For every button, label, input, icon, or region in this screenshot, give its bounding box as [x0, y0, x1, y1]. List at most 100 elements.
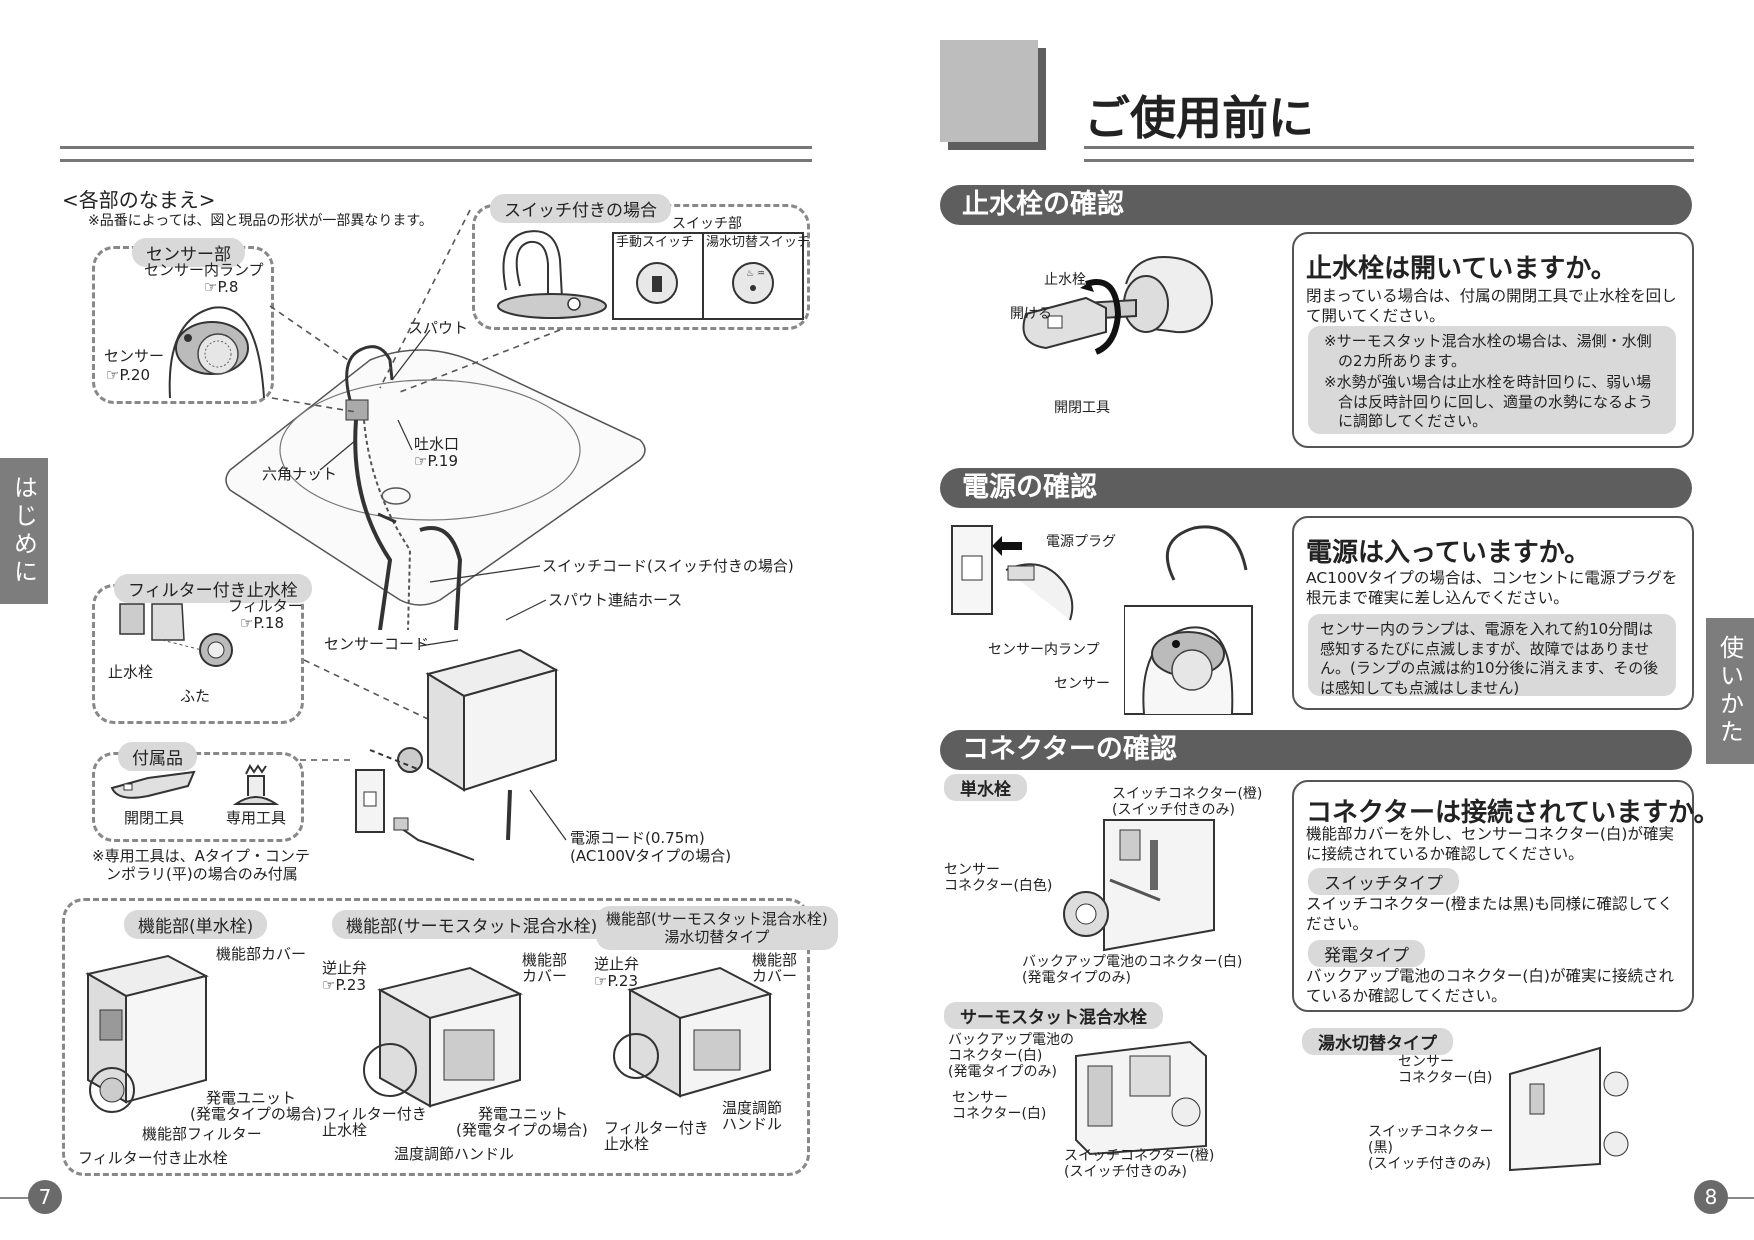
fig-valve-label: 止水栓	[1044, 272, 1086, 288]
fig-sensor-label: センサー	[1054, 676, 1110, 692]
page-number-right: 8	[1694, 1180, 1728, 1214]
control-box-illustration	[369, 648, 559, 840]
thermo-switch-valve-label-1: フィルター付き	[604, 1119, 709, 1137]
switch-cord-label: スイッチコード(スイッチ付きの場合)	[542, 557, 794, 575]
fig-open-label: 開ける	[1010, 306, 1052, 322]
switch-part-title: スイッチ部	[672, 216, 742, 232]
power-cord-label: 電源コード(0.75m)	[570, 829, 705, 847]
unit-single-illustration	[85, 954, 209, 1113]
sensor-lamp-ref[interactable]: ☞P.8	[204, 278, 239, 296]
sensor-conn-label-2: コネクター(白色)	[944, 878, 1053, 894]
connector-question: コネクターは接続されていますか。	[1306, 798, 1720, 828]
hose-label: スパウト連結ホース	[548, 591, 683, 609]
page-title: ご使用前に	[1084, 91, 1314, 145]
fig-tool-label: 開閉工具	[1054, 400, 1110, 416]
sensor-eye-illustration	[168, 306, 265, 399]
switch-type-tab: スイッチタイプ	[1308, 868, 1459, 895]
power-instruction: AC100Vタイプの場合は、コンセントに電源プラグを根元まで確実に差し込んでくだ…	[1306, 569, 1678, 608]
h-sw-label-1: スイッチコネクター	[1368, 1124, 1494, 1140]
special-tool-icon	[232, 764, 280, 805]
connector-question-box	[1292, 780, 1694, 1012]
accessory-note-1: ※専用工具は、Aタイプ・コンテ	[92, 847, 310, 865]
manual-switch-icon	[636, 262, 678, 304]
leader-lines	[269, 209, 567, 841]
unit-thermo-switch-title-2: 湯水切替タイプ	[664, 928, 770, 946]
spout-label: スパウト	[408, 319, 469, 337]
thermo-gen-label: 発電ユニット	[478, 1105, 569, 1123]
hot-cold-type-tab: 湯水切替タイプ	[1302, 1028, 1453, 1055]
thermo-switch-handle-label-1: 温度調節	[722, 1099, 783, 1117]
valve-note-box: ※サーモスタット混合水栓の場合は、湯側・水側の2カ所あります。 ※水勢が強い場合…	[1308, 326, 1676, 434]
connector-single-illustration	[1063, 819, 1215, 952]
thermo-gen-type-label: (発電タイプの場合)	[456, 1121, 588, 1139]
h-sw-label-3: (スイッチ付きのみ)	[1368, 1156, 1491, 1172]
section-bar-valve: 止水栓の確認	[940, 185, 1692, 225]
unit-thermo-switch-title-1: 機能部(サーモスタット混合水栓)	[606, 910, 828, 928]
single-valve-label: フィルター付き止水栓	[78, 1149, 228, 1167]
h-sensor-label-2: コネクター(白)	[1398, 1070, 1493, 1086]
title-block	[940, 40, 1038, 142]
sensor-part-title: センサー部	[132, 238, 245, 267]
opening-tool-label: 開閉工具	[124, 809, 185, 827]
t-sw-label-1: スイッチコネクター(橙)	[1064, 1148, 1215, 1164]
unit-thermo-switch-illustration	[613, 966, 773, 1098]
t-sensor-label-1: センサー	[952, 1090, 1008, 1106]
sensor-label: センサー	[104, 347, 165, 365]
single-cover-label: 機能部カバー	[216, 945, 307, 963]
filter-ref[interactable]: ☞P.18	[240, 614, 285, 632]
power-note: センサー内のランプは、電源を入れて約10分間は感知するたびに点滅しますが、故障で…	[1308, 614, 1676, 697]
opening-tool-icon	[110, 770, 196, 799]
power-plug-illustration	[951, 525, 1074, 621]
side-tab-intro[interactable]: はじめに	[0, 458, 48, 604]
section-bar-connector: コネクターの確認	[940, 730, 1692, 770]
unit-thermo-switch-title: 機能部(サーモスタット混合水栓) 湯水切替タイプ	[596, 906, 838, 950]
t-backup-label-3: (発電タイプのみ)	[948, 1064, 1057, 1080]
section-heading: <各部のなまえ>	[62, 188, 216, 212]
t-sw-label-2: (スイッチ付きのみ)	[1064, 1164, 1187, 1180]
filter-valve-illustration	[119, 603, 233, 667]
thermo-check-label: 逆止弁	[322, 959, 368, 977]
valve-note-1: ※サーモスタット混合水栓の場合は、湯側・水側の2カ所あります。	[1324, 332, 1652, 370]
fig-plug-label: 電源プラグ	[1046, 534, 1116, 550]
sensor-ref[interactable]: ☞P.20	[106, 366, 151, 384]
power-question: 電源は入っていますか。	[1306, 538, 1591, 568]
hex-nut-label: 六角ナット	[262, 465, 338, 483]
outlet-ref[interactable]: ☞P.19	[414, 452, 459, 470]
thermo-switch-check-ref[interactable]: ☞P.23	[594, 972, 639, 990]
thermo-check-ref[interactable]: ☞P.23	[322, 976, 367, 994]
side-tab-usage[interactable]: 使いかた	[1706, 618, 1754, 764]
accessory-note-2: ンポラリ(平)の場合のみ付属	[106, 865, 298, 883]
section-bar-power: 電源の確認	[940, 468, 1692, 508]
switch-option-title: スイッチ付きの場合	[490, 194, 671, 223]
connector-thermo-illustration	[1075, 1040, 1207, 1156]
single-filter-label: 機能部フィルター	[142, 1125, 262, 1143]
sensor-cord-label: センサーコード	[324, 635, 430, 653]
connector-instruction: 機能部カバーを外し、センサーコネクター(白)が確実に接続されているか確認してくだ…	[1306, 825, 1674, 864]
unit-thermo-illustration	[363, 966, 523, 1108]
t-backup-label-2: コネクター(白)	[948, 1048, 1043, 1064]
switch-faucet-illustration	[497, 230, 607, 319]
thermo-valve-tab: サーモスタット混合水栓	[944, 1002, 1163, 1029]
svg-text:♨ ♒: ♨ ♒	[746, 269, 765, 279]
switch-panel-frame	[612, 232, 804, 320]
top-rule-right	[1084, 146, 1694, 162]
sensor-conn-label-1: センサー	[944, 862, 1000, 878]
hot-cold-switch-label: 湯水切替スイッチ	[706, 235, 811, 250]
backup-conn-label-1: バックアップ電池のコネクター(白)	[1022, 954, 1243, 970]
thermo-switch-handle-label-2: ハンドル	[722, 1115, 783, 1133]
unit-single-title: 機能部(単水栓)	[124, 910, 268, 939]
cap-label: ふた	[180, 687, 211, 705]
fig-lamp-label: センサー内ランプ	[988, 642, 1100, 658]
thermo-switch-check-label: 逆止弁	[594, 955, 640, 973]
filter-valve-title: フィルター付き止水栓	[114, 574, 312, 603]
thermo-handle-label: 温度調節ハンドル	[394, 1145, 515, 1163]
thermo-switch-cover-label-1: 機能部	[752, 951, 798, 969]
footer-rule-left	[0, 1197, 30, 1199]
h-sensor-label-1: センサー	[1398, 1054, 1454, 1070]
single-gen-type-label: (発電タイプの場合)	[190, 1105, 322, 1123]
switch-type-text: スイッチコネクター(橙または黒)も同様に確認してください。	[1306, 895, 1674, 934]
generator-type-tab: 発電タイプ	[1308, 940, 1425, 967]
unit-thermo-title: 機能部(サーモスタット混合水栓)	[332, 910, 612, 939]
backup-conn-label-2: (発電タイプのみ)	[1022, 970, 1131, 986]
outlet-plug-illustration	[355, 769, 475, 861]
